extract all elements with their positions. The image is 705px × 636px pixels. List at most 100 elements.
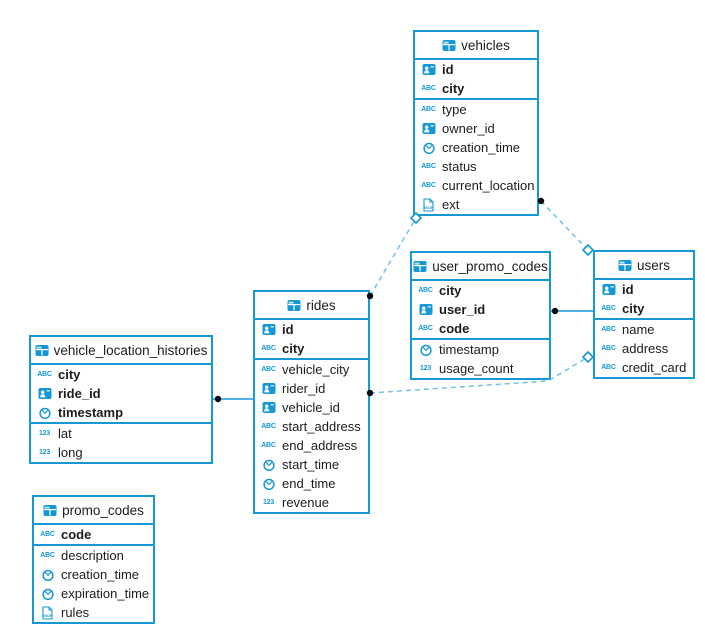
string-type-icon: ABC [421,106,436,113]
uuid-type-icon [38,388,51,399]
column-name: owner_id [442,121,495,136]
column-row-rider_id: rider_id [255,379,368,398]
string-type-icon-wrap: ABC [420,163,437,170]
table-icon [618,259,632,271]
column-name: code [61,527,92,542]
string-type-icon: ABC [261,345,276,352]
table-icon [442,39,456,51]
timestamp-type-icon [262,459,275,471]
edge-diamond-marker [581,243,595,257]
string-type-icon-wrap: ABC [600,326,617,333]
number-type-icon-wrap: 123 [260,499,277,506]
column-name: city [622,301,645,316]
table-header[interactable]: rides [255,292,368,320]
string-type-icon-wrap: ABC [39,552,56,559]
table-icon [35,344,49,356]
uuid-type-icon-wrap [420,63,437,76]
table-header[interactable]: vehicles [415,32,537,60]
column-name: user_id [439,302,486,317]
table-icon [287,299,301,311]
string-type-icon: ABC [421,163,436,170]
column-name: expiration_time [61,586,150,601]
number-type-icon-wrap: 123 [417,365,434,372]
column-name: rules [61,605,90,620]
column-name: type [442,102,467,117]
column-name: ride_id [58,386,101,401]
string-type-icon: ABC [261,442,276,449]
string-type-icon: ABC [418,325,433,332]
table-name: promo_codes [62,502,144,518]
timestamp-type-icon [38,407,51,419]
uuid-type-icon [262,383,275,394]
column-name: name [622,322,655,337]
column-name: timestamp [439,342,499,357]
column-name: revenue [282,495,329,510]
timestamp-type-icon [419,344,432,356]
column-row-expiration_time: expiration_time [34,584,153,603]
table-header[interactable]: promo_codes [34,497,153,525]
edge-dot-marker [214,395,222,403]
column-row-id: id [595,280,693,299]
column-name: usage_count [439,361,514,376]
column-row-rules: JSON rules [34,603,153,622]
column-name: start_address [282,419,361,434]
table-name: vehicles [461,37,510,53]
uuid-type-icon-wrap [417,303,434,316]
table-icon [43,504,57,516]
timestamp-type-icon-wrap [420,141,437,155]
table-header[interactable]: users [595,252,693,280]
string-type-icon: ABC [261,366,276,373]
column-name: city [439,283,462,298]
table-header[interactable]: vehicle_location_histories [31,337,211,365]
string-type-icon: ABC [421,182,436,189]
uuid-type-icon [422,64,435,75]
string-type-icon: ABC [37,371,52,378]
table-name: rides [306,297,336,313]
column-name: city [442,81,465,96]
json-type-icon: JSON [423,197,434,212]
edge-dot-marker [551,307,559,315]
number-type-icon: 123 [38,449,51,456]
timestamp-type-icon [422,142,435,154]
column-name: creation_time [61,567,140,582]
string-type-icon-wrap: ABC [420,106,437,113]
table-header[interactable]: user_promo_codes [412,253,549,281]
column-row-id: id [415,60,537,79]
string-type-icon: ABC [601,326,616,333]
table-name: user_promo_codes [432,258,548,274]
table-name: users [636,257,670,273]
string-type-icon: ABC [601,345,616,352]
column-name: address [622,341,669,356]
string-type-icon-wrap: ABC [260,423,277,430]
column-row-address: ABC address [595,339,693,358]
number-type-icon-wrap: 123 [36,449,53,456]
column-name: id [622,282,634,297]
json-type-icon: JSON [42,605,53,620]
timestamp-type-icon [41,588,54,600]
string-type-icon-wrap: ABC [39,531,56,538]
column-row-creation_time: creation_time [415,138,537,157]
uuid-type-icon [422,123,435,134]
column-row-end_time: end_time [255,474,368,493]
column-row-start_time: start_time [255,455,368,474]
